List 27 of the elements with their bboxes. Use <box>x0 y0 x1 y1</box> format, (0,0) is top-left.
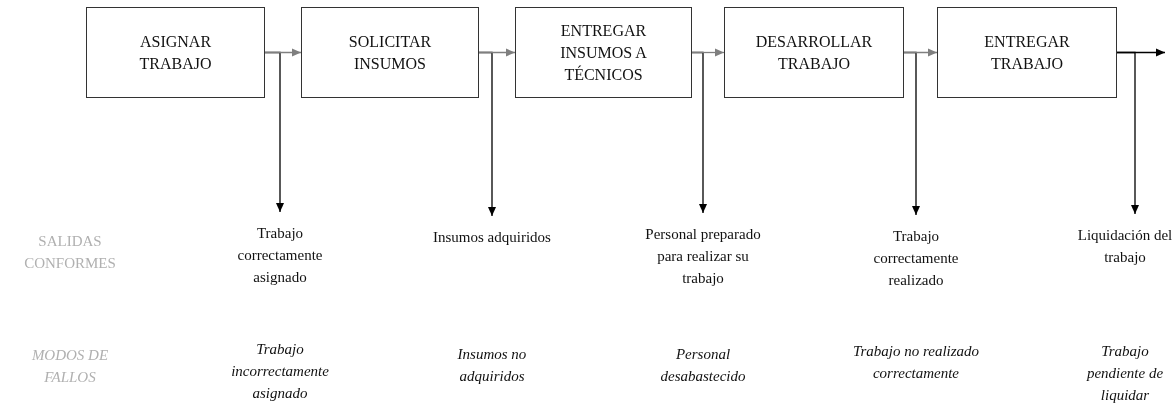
failure-mode-label: Personal desabastecido <box>659 345 747 386</box>
failure-mode-label: Insumos no adquiridos <box>456 345 528 386</box>
failure-mode-label: Trabajo no realizado correctamente <box>851 342 981 383</box>
failure-mode-label: Trabajo pendiente de liquidar <box>1085 342 1165 405</box>
row-header: MODOS DE FALLOS <box>30 346 110 387</box>
process-box <box>86 7 265 98</box>
process-label: SOLICITAR INSUMOS <box>347 31 433 74</box>
output-label: Trabajo correctamente asignado <box>215 222 345 288</box>
output-label: Trabajo correctamente realizado <box>851 225 981 291</box>
arrow <box>1116 51 1139 215</box>
process-label: DESARROLLAR TRABAJO <box>754 31 874 74</box>
process-box <box>937 7 1117 98</box>
process-box <box>515 7 692 98</box>
failure-mode-label: Trabajo incorrectamente asignado <box>230 340 330 403</box>
arrow <box>264 48 302 57</box>
process-label: ENTREGAR INSUMOS A TÉCNICOS <box>559 20 648 85</box>
row-header: SALIDAS CONFORMES <box>23 232 117 273</box>
arrow <box>478 48 516 57</box>
process-box <box>301 7 479 98</box>
process-box <box>724 7 904 98</box>
arrow <box>691 48 725 57</box>
process-label: ASIGNAR TRABAJO <box>138 31 213 74</box>
arrow <box>903 48 938 57</box>
output-label: Insumos adquiridos <box>427 226 557 248</box>
output-label: Liquidación del trabajo <box>1075 224 1175 268</box>
output-label: Personal preparado para realizar su trabajo <box>638 223 768 289</box>
process-label: ENTREGAR TRABAJO <box>983 31 1071 74</box>
